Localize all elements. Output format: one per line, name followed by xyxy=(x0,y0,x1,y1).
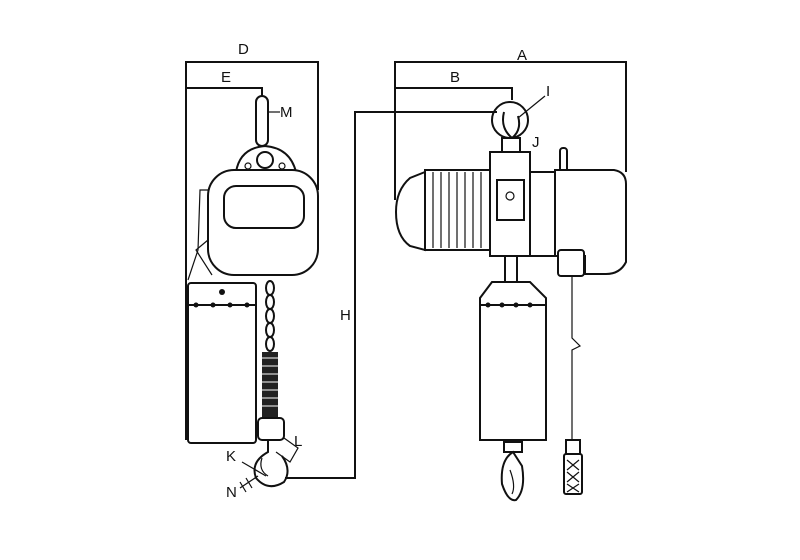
dimension-line-a xyxy=(394,61,627,200)
pendant-control[interactable] xyxy=(563,453,583,495)
label-n: N xyxy=(226,484,237,501)
top-nub xyxy=(559,147,568,173)
label-k: K xyxy=(226,448,236,465)
side-bracket-brace xyxy=(195,239,213,276)
motor-housing xyxy=(424,169,493,251)
leader-i xyxy=(517,95,546,119)
frame-plate xyxy=(496,179,525,221)
label-e: E xyxy=(221,69,231,86)
chain-bag-dots xyxy=(485,302,533,308)
label-i: I xyxy=(546,83,550,100)
dimension-l xyxy=(275,437,299,463)
hook-inner xyxy=(509,469,515,495)
dimension-line-e xyxy=(186,87,263,100)
pendant-buttons xyxy=(566,459,580,493)
body-window xyxy=(223,185,305,229)
label-j: J xyxy=(532,134,540,151)
chain-bag xyxy=(187,282,257,444)
suspension-eye xyxy=(255,95,269,147)
hook-block xyxy=(503,441,523,453)
label-m: M xyxy=(280,104,293,121)
top-hook xyxy=(491,101,529,139)
chain-spring xyxy=(262,352,278,418)
gearbox xyxy=(529,171,559,257)
cable-gland xyxy=(557,249,585,277)
hook-inner xyxy=(260,457,269,477)
chain-bag-dots xyxy=(193,302,250,308)
control-box xyxy=(554,169,627,275)
side-bracket xyxy=(187,189,208,281)
spring-coils xyxy=(262,357,278,407)
motor-fins xyxy=(432,172,482,248)
label-h: H xyxy=(340,307,351,324)
chain-bag xyxy=(479,281,547,441)
hoist-body xyxy=(207,169,319,276)
hook-shank xyxy=(501,137,521,153)
dimension-line-h xyxy=(285,111,497,479)
boss-bolt xyxy=(256,151,274,169)
front-view xyxy=(394,61,627,502)
label-a: A xyxy=(517,47,527,64)
pendant-cable xyxy=(571,276,582,440)
top-hook-inner xyxy=(502,111,521,140)
hook-block xyxy=(257,417,285,441)
label-b: B xyxy=(450,69,460,86)
dimension-n-tick xyxy=(239,481,247,493)
bottom-hook xyxy=(253,440,289,488)
dimension-n-tick xyxy=(245,477,253,489)
frame-bolt xyxy=(505,191,515,201)
pendant-strain-relief xyxy=(565,439,581,455)
dimension-line-b xyxy=(395,87,513,100)
side-view xyxy=(185,61,319,493)
label-l: L xyxy=(294,433,302,450)
motor-end-cap xyxy=(394,170,426,252)
chain-bag-rivet xyxy=(219,289,225,295)
label-d: D xyxy=(238,41,249,58)
dimension-k xyxy=(241,461,267,477)
load-chain xyxy=(265,280,275,352)
dimension-line-d xyxy=(185,61,319,440)
